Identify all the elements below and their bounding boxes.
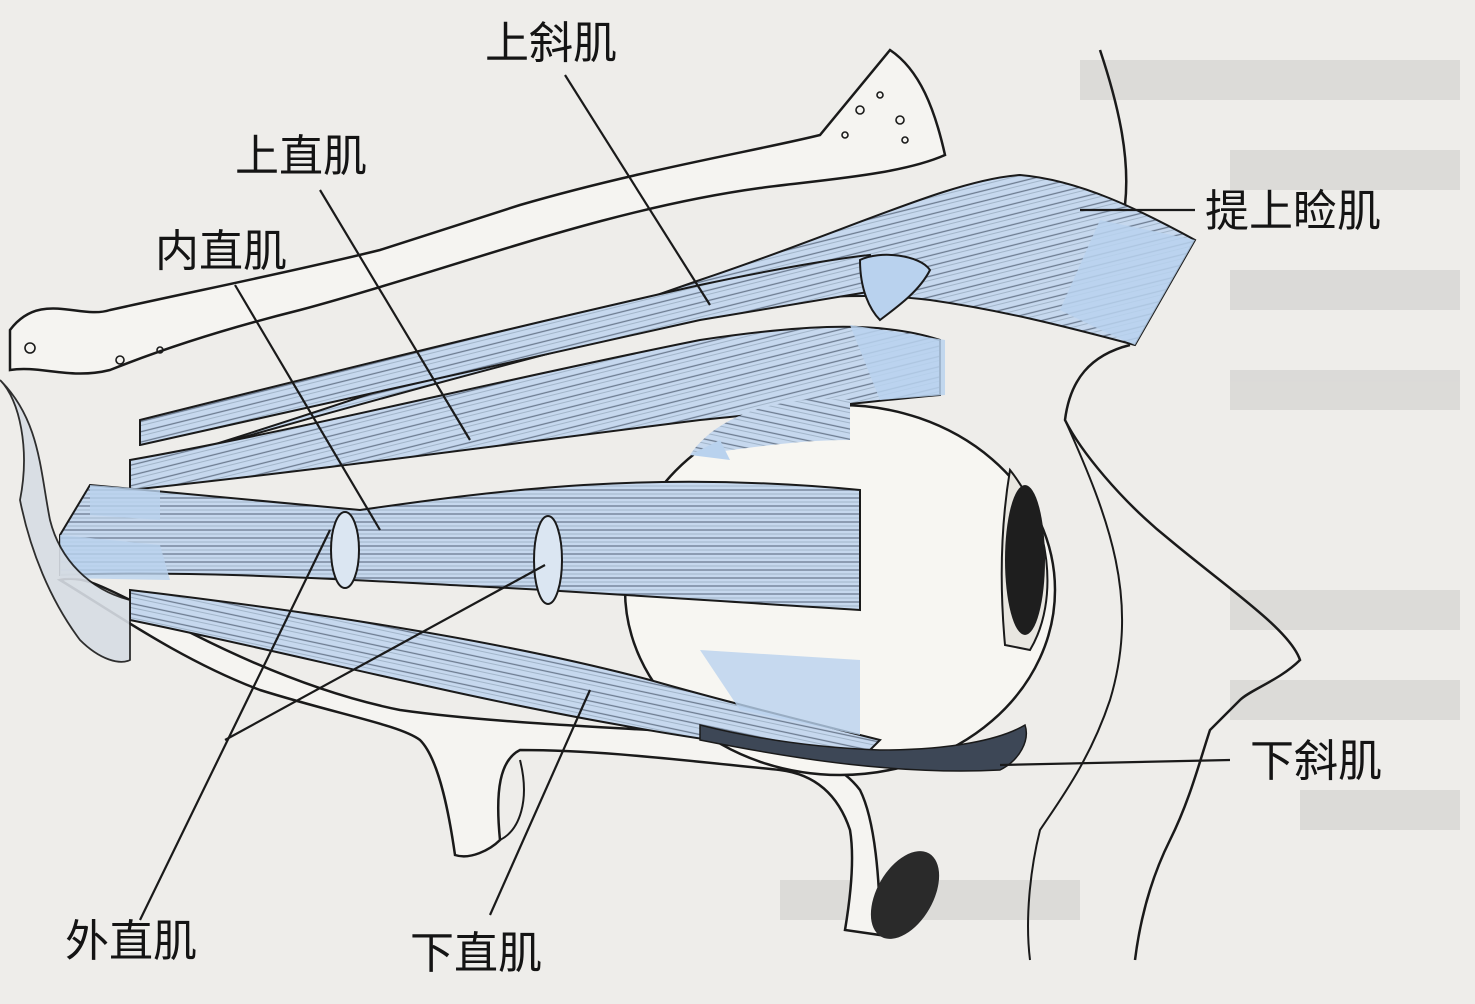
lateral-rectus-muscle [59, 480, 861, 612]
face-profile-outline [1063, 343, 1302, 961]
label-superior-rectus: 上直肌 [235, 131, 367, 182]
inferior-oblique-muscle [699, 723, 1027, 772]
muscle-cut-end-1 [330, 511, 360, 589]
leader-lines [139, 74, 1231, 921]
orbital-apex [0, 379, 131, 663]
cheek-outline [1027, 419, 1124, 961]
label-levator-palpebrae: 提上睑肌 [1205, 186, 1381, 237]
lower-orbital-bone [56, 577, 882, 937]
muscle-cut-end-2 [533, 515, 563, 605]
background-page-texture [780, 60, 1460, 920]
bone-porosity [24, 91, 909, 365]
label-inferior-rectus: 下直肌 [410, 928, 542, 979]
label-medial-rectus: 内直肌 [155, 226, 287, 277]
infraorbital-foramen [870, 851, 940, 939]
eyeball-upper-shading [690, 399, 850, 455]
label-lateral-rectus: 外直肌 [65, 916, 197, 967]
pupil [1005, 485, 1045, 635]
label-superior-oblique: 上斜肌 [485, 18, 617, 69]
label-inferior-oblique: 下斜肌 [1250, 736, 1382, 787]
trochlea [858, 253, 932, 322]
upper-orbital-bone [8, 48, 947, 375]
